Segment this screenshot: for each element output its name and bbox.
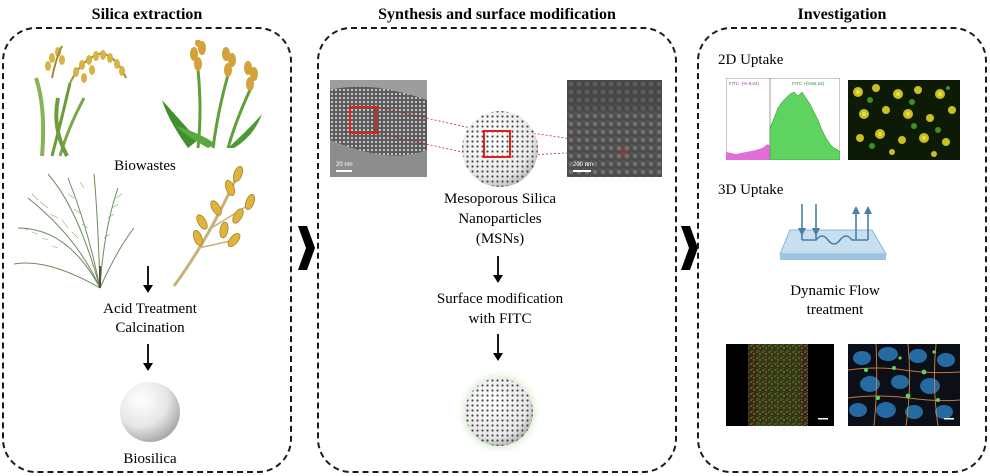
tem-right-scale-label: 200 nm [573,162,593,168]
flow-gate-right-label: FITC +(%93,16) [792,81,825,86]
silica-extraction-title: Silica extraction [91,6,203,23]
uptake-3d-label: 3D Uptake [718,182,784,198]
fluorescence-image-2d [848,80,960,160]
uptake-2d-label: 2D Uptake [718,52,784,68]
biowastes-label: Biowastes [114,158,176,174]
tem-left-scale-label: 20 nm [336,162,353,168]
flow-treatment-line1: Dynamic Flow [790,283,880,299]
microfluidic-chip-icon [779,204,887,260]
biosilica-label: Biosilica [123,451,177,467]
tem-image-left: 20 nm [330,80,427,177]
down-arrow-icon [143,266,153,293]
synthesis-panel [317,27,677,473]
msn-label-line1: Mesoporous Silica [443,191,557,207]
synthesis-title: Synthesis and surface modification [378,6,616,23]
msn-sphere [462,111,538,187]
surface-mod-label-line2: with FITC [468,311,532,327]
msn-label-line3: (MSNs) [475,231,525,247]
acid-treatment-label: Acid Treatment [103,301,197,317]
chevron-right-icon [681,226,698,270]
calcination-label: Calcination [115,320,185,336]
surface-mod-label-line1: Surface modification [436,291,564,307]
investigation-panel [697,27,987,473]
rice-plant-icon [34,45,127,157]
tem-image-right: 200 nm [567,80,662,177]
grass-plant-icon [13,173,135,289]
fluorescence-image-3d-cells [848,344,960,426]
chevron-right-icon [298,226,315,270]
down-arrow-icon [493,334,503,361]
fluorescence-image-3d-channel [726,344,834,426]
fitc-msn-sphere [455,368,543,456]
silica-extraction-panel [2,27,292,473]
oat-plant-icon [172,166,255,287]
down-arrow-icon [143,344,153,371]
flow-cytometry-histogram: FITC -(%-8,04) FITC +(%93,16) [726,78,840,160]
msn-label-line2: Nanoparticles [458,211,542,227]
down-arrow-icon [493,256,503,283]
biosilica-sphere [120,382,180,442]
flow-gate-left-label: FITC -(%-8,04) [729,81,760,86]
investigation-title: Investigation [797,6,887,23]
wheat-plant-icon [162,40,262,149]
flow-treatment-line2: treatment [806,302,864,318]
